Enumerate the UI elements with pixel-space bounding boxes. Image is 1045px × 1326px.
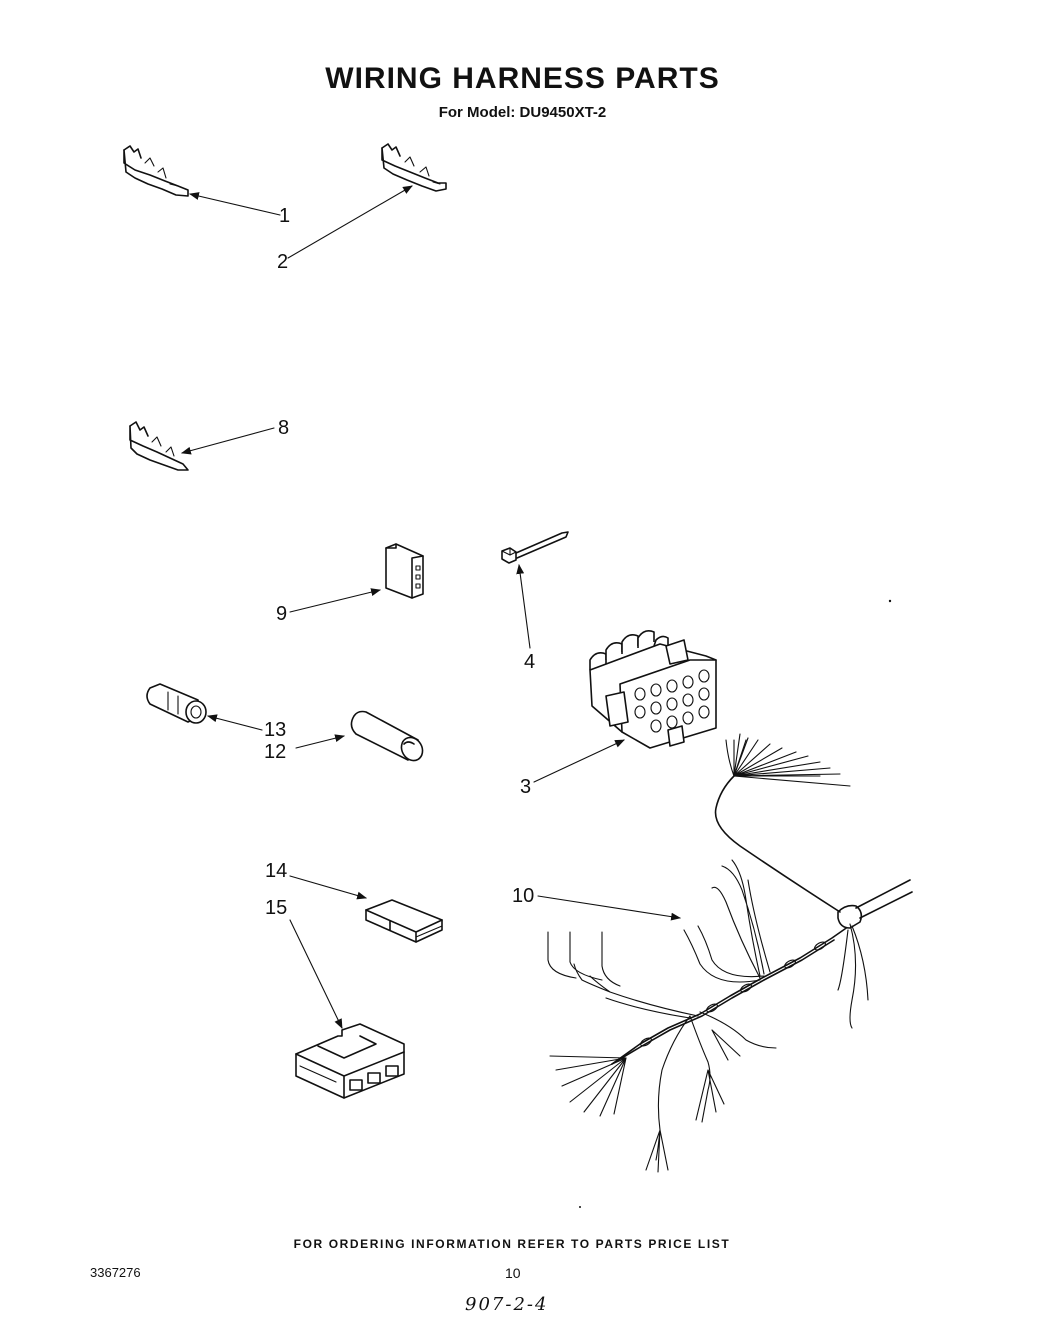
callout-8: 8 [278, 417, 290, 439]
callout-15: 15 [265, 897, 288, 919]
callout-10: 10 [512, 885, 535, 907]
leader-line-8 [181, 427, 275, 455]
part-1-terminal [123, 145, 189, 197]
connector-pin-holes [634, 669, 710, 733]
part-8-terminal [129, 421, 189, 471]
part-4-cable-tie [501, 531, 569, 564]
callout-4: 4 [524, 651, 536, 673]
callout-9: 9 [276, 603, 288, 625]
callout-2: 2 [277, 251, 289, 273]
part-10-wiring-harness [547, 733, 913, 1173]
part-14-insulator [365, 899, 443, 943]
part-12-sleeve [350, 710, 424, 762]
model-subtitle: For Model: DU9450XT-2 [438, 104, 607, 121]
leader-line-2 [287, 185, 413, 259]
leader-line-1 [189, 192, 281, 216]
leader-line-13 [207, 714, 263, 731]
callout-12: 12 [264, 741, 287, 763]
ordering-info-note: FOR ORDERING INFORMATION REFER TO PARTS … [293, 1237, 731, 1251]
scan-speck [888, 599, 892, 603]
handwritten-note: 907-2-4 [465, 1294, 549, 1315]
callout-1: 1 [279, 205, 291, 227]
leader-line-9 [289, 588, 381, 613]
callout-13: 13 [264, 719, 287, 741]
callout-3: 3 [520, 776, 532, 798]
part-13-ferrule [146, 683, 207, 724]
leader-line-12 [295, 734, 345, 749]
leader-line-4 [516, 564, 531, 649]
page-number: 10 [505, 1265, 521, 1281]
part-2-terminal [381, 143, 447, 192]
callout-14: 14 [265, 860, 288, 882]
page-title: WIRING HARNESS PARTS [325, 62, 720, 95]
leader-line-10 [537, 895, 681, 921]
leader-line-3 [533, 739, 625, 783]
leader-line-14 [289, 875, 367, 900]
part-9-connector-block [385, 543, 424, 599]
scan-speck [579, 1206, 581, 1208]
part-15-connector-housing [295, 1023, 405, 1099]
document-number: 3367276 [90, 1265, 141, 1280]
part-3-multipin-connector [589, 630, 717, 749]
leader-line-15 [289, 919, 343, 1029]
